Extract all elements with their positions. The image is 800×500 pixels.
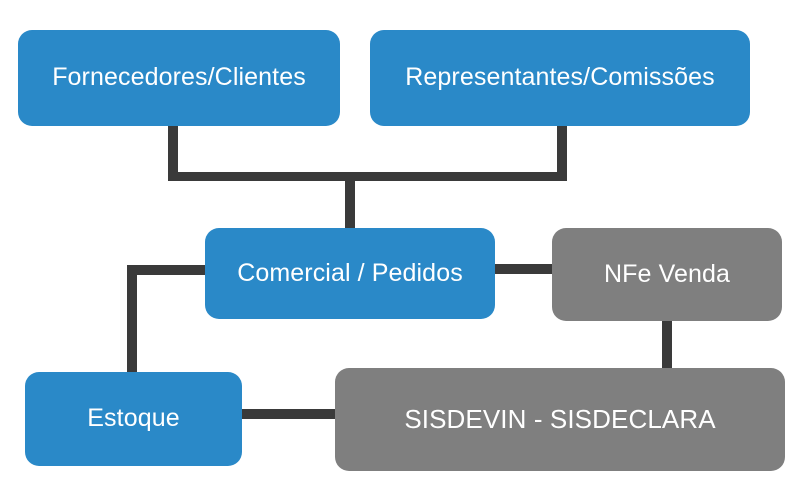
node-estoque[interactable]: Estoque [25,372,242,466]
node-sisdevin-sisdeclara[interactable]: SISDEVIN - SISDECLARA [335,368,785,471]
connector-nfe-venda-to-sisdevin [662,314,672,374]
node-nfe-venda[interactable]: NFe Venda [552,228,782,321]
connector-bus-to-comercial-pedidos [345,172,355,234]
connector-estoque-to-sisdevin [238,409,341,419]
connector-comercial-pedidos-to-estoque-vertical [127,265,137,376]
connector-top-horizontal-bus [168,172,567,181]
node-label-sisdevin-sisdeclara: SISDEVIN - SISDECLARA [404,404,716,435]
node-label-nfe-venda: NFe Venda [604,259,730,288]
node-label-estoque: Estoque [87,404,180,433]
connector-fornecedores-to-bus [168,120,178,178]
node-label-comercial-pedidos: Comercial / Pedidos [237,258,463,287]
connector-representantes-to-bus [557,120,567,178]
node-representantes-comissoes[interactable]: Representantes/Comissões [370,30,750,126]
node-fornecedores-clientes[interactable]: Fornecedores/Clientes [18,30,340,126]
node-comercial-pedidos[interactable]: Comercial / Pedidos [205,228,495,319]
node-label-fornecedores-clientes: Fornecedores/Clientes [52,63,306,92]
connector-comercial-pedidos-to-estoque-horizontal [127,265,211,275]
node-label-representantes-comissoes: Representantes/Comissões [405,63,715,92]
connector-comercial-pedidos-to-nfe-venda [489,264,563,274]
